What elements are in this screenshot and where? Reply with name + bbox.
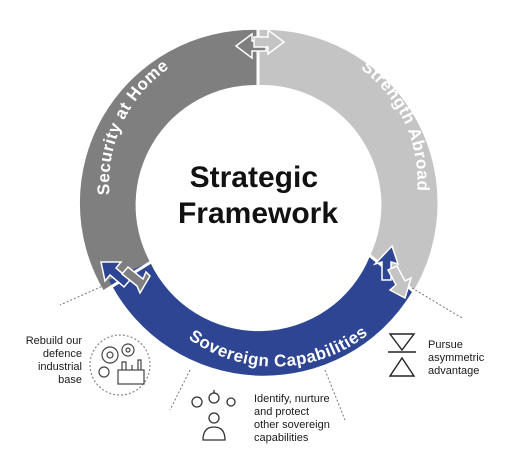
hourglass-icon [388, 333, 416, 377]
segment-sovereign-capabilities [109, 256, 412, 376]
note-bottom-line: and protect [254, 406, 310, 418]
note-bottom-line: Identify, nurture [254, 393, 330, 405]
segment-strength-abroad [258, 29, 438, 290]
note-right-line: Pursue [428, 339, 463, 351]
person-ideas-icon [191, 390, 236, 441]
arrow-top-icon [234, 28, 286, 60]
note-right-line: asymmetric [428, 352, 485, 364]
note-bottom-line: other sovereign [254, 419, 330, 431]
note-right-line: advantage [428, 365, 480, 377]
note-left-line: defence [42, 348, 82, 360]
arrow-right-icon [372, 244, 413, 300]
arrow-left-icon [100, 261, 151, 295]
segment-security-at-home [79, 29, 258, 291]
note-bottom-line: capabilities [254, 432, 309, 444]
gears-factory-icon [89, 334, 151, 396]
note-left-line: industrial [37, 361, 82, 373]
note-left-line: base [58, 374, 82, 386]
note-left-line: Rebuild our [25, 335, 82, 347]
center-title: Strategic Framework [178, 161, 338, 230]
